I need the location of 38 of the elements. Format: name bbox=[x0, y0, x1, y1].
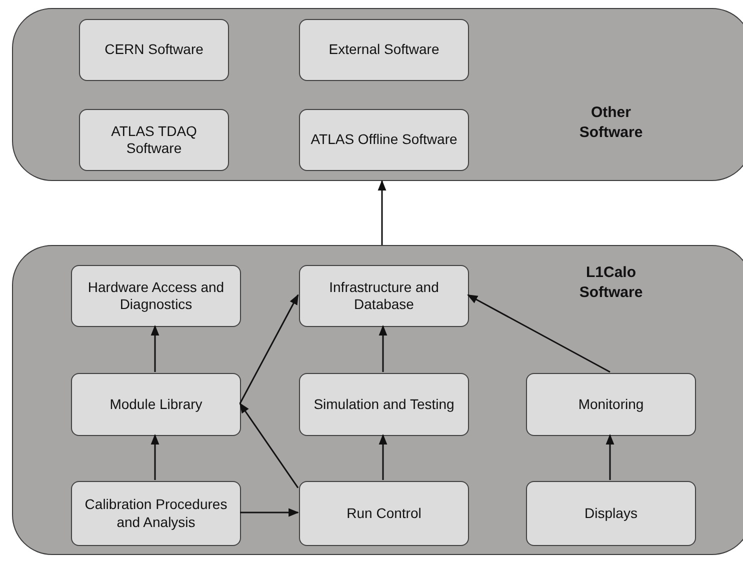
component-box bbox=[299, 265, 469, 327]
arrow bbox=[378, 324, 388, 372]
box-label: Displays bbox=[584, 504, 638, 522]
component-box bbox=[299, 373, 469, 436]
box-label: Module Library bbox=[108, 396, 204, 414]
component-box bbox=[299, 19, 469, 81]
box-label: Run Control bbox=[346, 504, 422, 522]
component-box bbox=[299, 481, 469, 546]
component-box bbox=[299, 109, 469, 171]
box-label: Simulation and Testing bbox=[312, 396, 456, 414]
component-box bbox=[79, 19, 229, 81]
component-box bbox=[71, 373, 241, 436]
arrow bbox=[467, 294, 610, 373]
component-box bbox=[526, 373, 696, 436]
box-label: ATLAS TDAQ Software bbox=[110, 122, 198, 158]
box-label: CERN Software bbox=[104, 41, 204, 59]
box-label: Monitoring bbox=[577, 396, 645, 414]
box-label: Calibration Procedures and Analysis bbox=[84, 496, 228, 531]
component-box bbox=[71, 265, 241, 327]
box-label: Infrastructure and Database bbox=[328, 278, 440, 314]
arrow bbox=[378, 434, 388, 480]
arrow bbox=[239, 294, 299, 404]
arrow bbox=[606, 434, 614, 480]
arrow bbox=[378, 180, 386, 245]
component-box bbox=[79, 109, 229, 171]
arrow bbox=[240, 508, 300, 517]
box-label: ATLAS Offline Software bbox=[310, 131, 458, 149]
box-label: External Software bbox=[328, 41, 440, 59]
arrow bbox=[150, 434, 160, 480]
group-panel bbox=[12, 8, 743, 181]
group-heading: L1Calo Software bbox=[578, 263, 644, 302]
arrow bbox=[150, 324, 160, 372]
group-panel bbox=[12, 245, 743, 555]
box-label: Hardware Access and Diagnostics bbox=[86, 278, 226, 314]
component-box bbox=[71, 481, 241, 546]
group-heading: Other Software bbox=[578, 103, 644, 142]
component-box bbox=[526, 481, 696, 546]
arrow bbox=[239, 402, 299, 488]
